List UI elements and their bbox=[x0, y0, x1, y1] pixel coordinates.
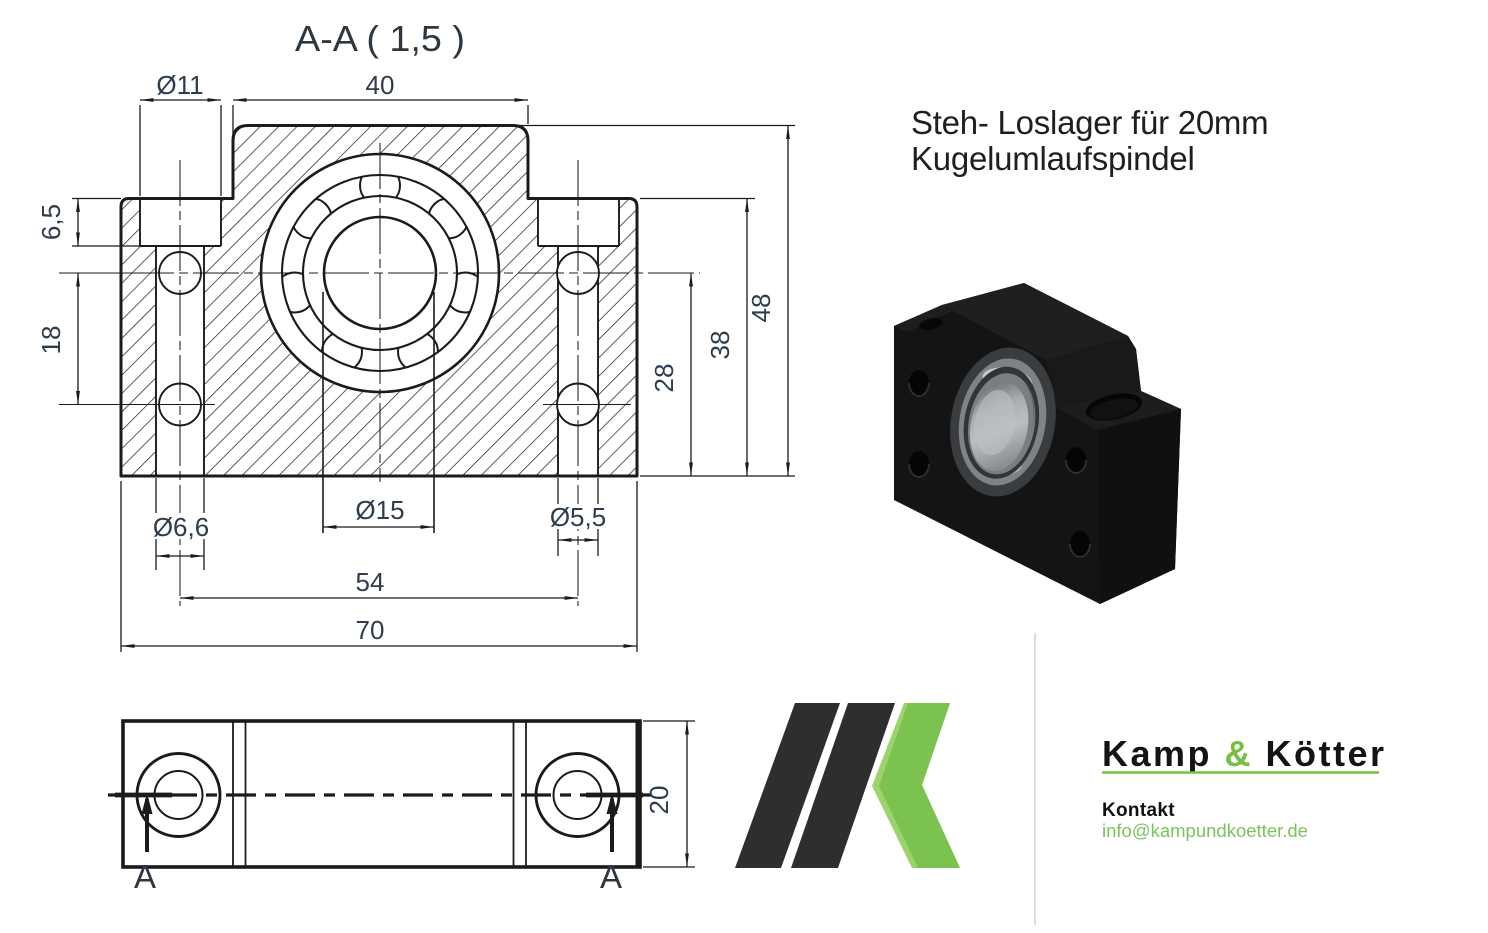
svg-text:40: 40 bbox=[366, 70, 395, 100]
svg-text:6,5: 6,5 bbox=[36, 204, 66, 240]
svg-text:Ø11: Ø11 bbox=[156, 70, 203, 100]
svg-text:48: 48 bbox=[746, 294, 776, 323]
svg-text:54: 54 bbox=[356, 567, 385, 597]
svg-text:18: 18 bbox=[36, 326, 66, 355]
svg-text:A: A bbox=[600, 858, 622, 895]
svg-text:info@kampundkoetter.de: info@kampundkoetter.de bbox=[1102, 820, 1308, 841]
svg-text:A-A ( 1,5 ): A-A ( 1,5 ) bbox=[295, 18, 465, 59]
svg-text:Ø15: Ø15 bbox=[355, 495, 404, 525]
svg-text:Kontakt: Kontakt bbox=[1102, 800, 1175, 821]
svg-text:Steh- Loslager für 20mm: Steh- Loslager für 20mm bbox=[911, 104, 1268, 141]
svg-text:28: 28 bbox=[649, 364, 679, 393]
svg-text:A: A bbox=[134, 858, 156, 895]
svg-text:Kugelumlaufspindel: Kugelumlaufspindel bbox=[911, 140, 1195, 177]
svg-text:70: 70 bbox=[356, 615, 385, 645]
svg-text:Ø5,5: Ø5,5 bbox=[550, 502, 606, 532]
svg-text:20: 20 bbox=[644, 786, 674, 815]
svg-text:Kamp & Kötter: Kamp & Kötter bbox=[1102, 733, 1387, 774]
svg-text:38: 38 bbox=[705, 331, 735, 360]
svg-text:Ø6,6: Ø6,6 bbox=[153, 512, 209, 542]
